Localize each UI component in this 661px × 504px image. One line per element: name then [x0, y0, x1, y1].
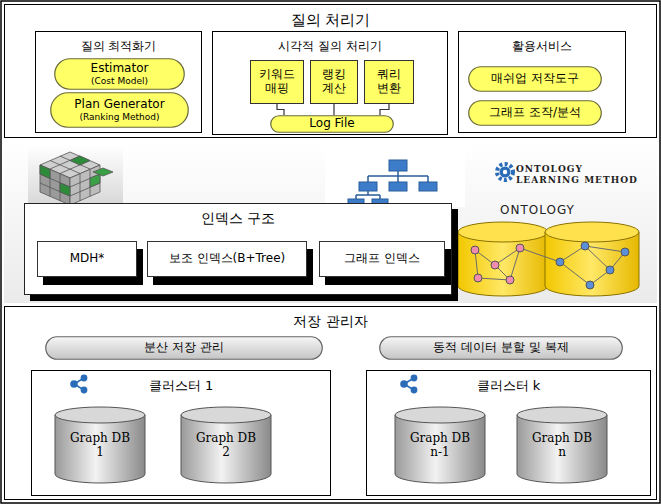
heading-text: 클러스터 1 [32, 377, 330, 395]
rounded-pill: Plan Generator(Ranking Method) [50, 92, 189, 128]
node-text: 동적 데이터 분할 및 복제 [433, 341, 568, 355]
node-text: Graph DB 2 [192, 432, 260, 460]
cube-icon [40, 152, 113, 205]
heading-text: 질의 최적화기 [36, 38, 201, 55]
database-cylinder: Graph DB 2 [180, 406, 272, 484]
heading-text: 저장 관리자 [5, 313, 656, 331]
gear-icon [497, 164, 513, 180]
index-box: 보조 인덱스(B+Tree) [147, 241, 307, 277]
node-text: (Cost Model) [91, 76, 148, 86]
service-pill: 분산 저장 관리 [45, 336, 323, 360]
index-box: 그래프 인덱스 [319, 241, 445, 277]
service-pill: 동적 데이터 분할 및 복제 [379, 336, 623, 360]
database-cylinder: Graph DB n [516, 406, 608, 484]
module-box: 클러스터 1 Graph DB 1 Graph DB 2 [31, 370, 331, 496]
node-text: Plan Generator [74, 98, 164, 112]
rounded-pill: Estimator(Cost Model) [54, 58, 185, 90]
node-text: 매쉬업 저작도구 [491, 72, 579, 86]
function-box: 쿼리 변환 [364, 60, 414, 104]
node-text: 그래프 인덱스 [344, 252, 420, 266]
heading-text: 활용서비스 [459, 38, 625, 55]
function-box: 키워드 매핑 [250, 60, 304, 104]
module-box: 활용서비스매쉬업 저작도구그래프 조작/분석 [458, 31, 626, 133]
heading-text: 클러스터 k [367, 377, 650, 395]
module-box: 클러스터 k Graph DB n-1 Graph DB n [366, 370, 651, 496]
heading-text: 시각적 질의 처리기 [213, 38, 447, 55]
rounded-pill: 그래프 조작/분석 [468, 100, 602, 126]
cluster-icon [71, 375, 417, 392]
index-panel: 인덱스 구조 MDH* 보조 인덱스(B+Tree) 그래프 인덱스 [24, 203, 452, 295]
node-text: 보조 인덱스(B+Tree) [169, 252, 285, 266]
heading-text: 인덱스 구조 [25, 210, 451, 228]
rounded-pill: 매쉬업 저작도구 [468, 66, 602, 92]
layer-band: 질의 처리기질의 최적화기Estimator(Cost Model)Plan G… [4, 4, 657, 138]
node-text: Estimator [91, 62, 149, 76]
connector-line [333, 104, 334, 115]
node-text: 키워드 매핑 [258, 68, 296, 96]
module-box: 질의 최적화기Estimator(Cost Model)Plan Generat… [35, 31, 202, 133]
node-text: Graph DB 1 [66, 432, 134, 460]
function-box: 랭킹 계산 [310, 60, 358, 104]
node-text: 그래프 조작/분석 [489, 106, 581, 120]
tree-icon [348, 160, 437, 207]
ontology-cylinders [458, 222, 639, 296]
annotation-label: ONTOLOGY LEARNING METHOD [516, 164, 644, 186]
layer-band: 저장 관리자분산 저장 관리 동적 데이터 분할 및 복제클러스터 1 Graph … [4, 306, 657, 500]
node-text: MDH* [70, 252, 105, 266]
node-text: (Ranking Method) [79, 112, 159, 122]
index-box: MDH* [37, 241, 137, 277]
database-cylinder: Graph DB n-1 [394, 406, 486, 484]
heading-text: 질의 처리기 [5, 11, 656, 30]
node-text: 분산 저장 관리 [144, 341, 224, 355]
tree-ground [325, 145, 465, 207]
module-box: 시각적 질의 처리기키워드 매핑 랭킹 계산 쿼리 변환 Log File [212, 31, 448, 135]
node-text: 랭킹 계산 [315, 68, 353, 96]
annotation-label: ONTOLOGY [500, 203, 610, 217]
middle-band [4, 143, 657, 303]
node-text: Log File [309, 117, 354, 131]
node-text: 쿼리 변환 [370, 68, 408, 96]
database-cylinder: Graph DB 1 [54, 406, 146, 484]
connector-line [277, 104, 284, 115]
node-text: Graph DB n-1 [406, 432, 474, 460]
cube-ground [28, 145, 123, 207]
connector-line [380, 104, 389, 115]
node-text: Graph DB n [528, 432, 596, 460]
rounded-pill: Log File [270, 115, 394, 133]
